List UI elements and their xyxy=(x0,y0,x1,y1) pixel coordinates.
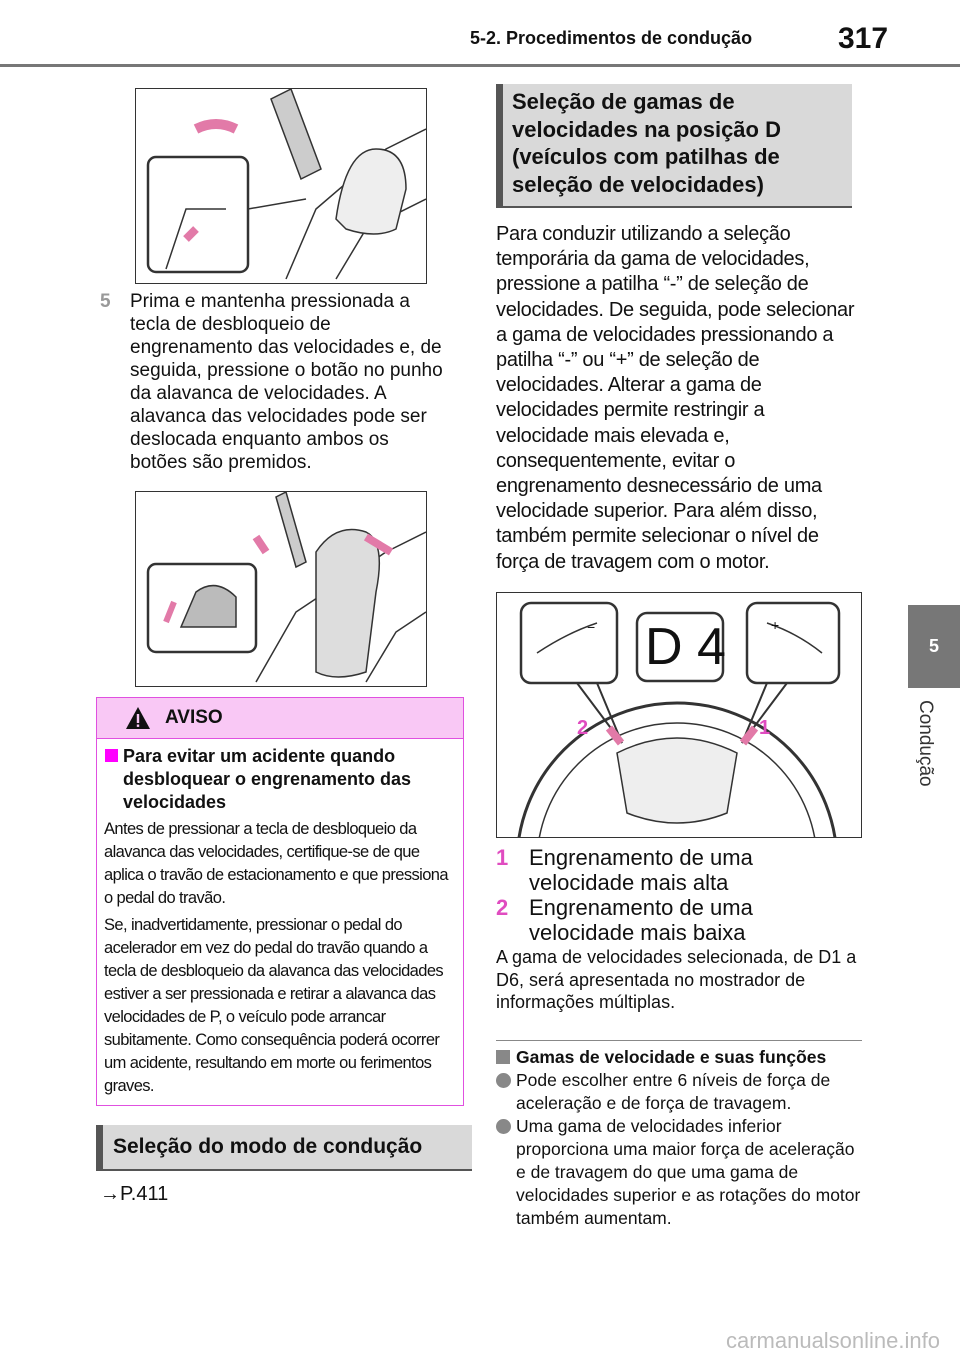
shift-lever-move-figure xyxy=(135,490,427,687)
list-item: 1 Engrenamento de uma velocidade mais alt… xyxy=(496,845,856,895)
chapter-tab[interactable]: 5 xyxy=(908,605,960,688)
callout-2: 2 xyxy=(577,717,589,739)
plus-paddle-label: + xyxy=(771,617,780,633)
paddle-shifter-figure: D 4 2 1 − + xyxy=(496,592,862,1025)
divider xyxy=(496,1040,862,1041)
warning-subtitle-text: Para evitar um acidente quando desbloque… xyxy=(123,746,412,812)
chapter-label: Condução xyxy=(915,700,936,787)
shift-lever-release-figure xyxy=(135,87,427,284)
bullet-text: Uma gama de velocidades inferior proporc… xyxy=(516,1116,861,1228)
callout-1: 1 xyxy=(759,717,771,739)
bullet-item: Pode escolher entre 6 níveis de força de… xyxy=(496,1069,866,1115)
bullet-item: Uma gama de velocidades inferior proporc… xyxy=(496,1115,866,1230)
section-heading-gear-range: Seleção de gamas de velocidades na posiç… xyxy=(496,84,852,208)
warning-header: AVISO xyxy=(97,698,463,739)
circle-bullet-icon xyxy=(496,1119,511,1134)
step-text: Prima e mantenha pressionada a tecla de … xyxy=(130,291,443,473)
warning-subtitle: Para evitar um acidente quando desbloque… xyxy=(105,745,455,814)
header-divider xyxy=(0,64,960,67)
warning-title: AVISO xyxy=(165,707,223,728)
gear-range-functions: Gamas de velocidade e suas funções Pode … xyxy=(496,1046,866,1230)
item-text: Engrenamento de uma velocidade mais alta xyxy=(529,845,753,895)
bullet-text: Pode escolher entre 6 níveis de força de… xyxy=(516,1070,831,1113)
warning-triangle-icon xyxy=(126,707,150,729)
item-number: 2 xyxy=(496,895,509,920)
gear-range-paragraph: Para conduzir utilizando a seleção tempo… xyxy=(496,223,855,573)
warning-paragraph: Se, inadvertidamente, pressionar o pedal… xyxy=(104,916,444,1095)
square-bullet-icon xyxy=(496,1050,510,1064)
chapter-number: 5 xyxy=(928,636,939,656)
gear-display: D 4 xyxy=(645,618,726,676)
step-5: 5 Prima e mantenha pressionada a tecla d… xyxy=(100,290,450,474)
circle-bullet-icon xyxy=(496,1073,511,1088)
subsection-title: Gamas de velocidade e suas funções xyxy=(496,1046,866,1069)
display-note: A gama de velocidades selecionada, de D1… xyxy=(496,947,857,1012)
page-reference-link[interactable]: →P.411 xyxy=(100,1183,169,1205)
page-number: 317 xyxy=(838,22,889,55)
item-text: Engrenamento de uma velocidade mais baix… xyxy=(529,895,753,945)
minus-paddle-label: − xyxy=(587,619,596,635)
section-heading-drive-mode: Seleção do modo de condução xyxy=(96,1125,472,1171)
subsection-title-text: Gamas de velocidade e suas funções xyxy=(516,1047,827,1067)
watermark: carmanualsonline.info xyxy=(725,1328,940,1353)
warning-box: AVISO Para evitar um acidente quando des… xyxy=(96,697,464,1106)
step-number: 5 xyxy=(100,291,111,312)
item-number: 1 xyxy=(496,845,509,870)
section-header: 5-2. Procedimentos de condução xyxy=(470,28,753,48)
warning-paragraph: Antes de pressionar a tecla de desbloque… xyxy=(104,820,449,907)
square-bullet-icon xyxy=(105,749,118,762)
list-item: 2 Engrenamento de uma velocidade mais bai… xyxy=(496,895,856,945)
